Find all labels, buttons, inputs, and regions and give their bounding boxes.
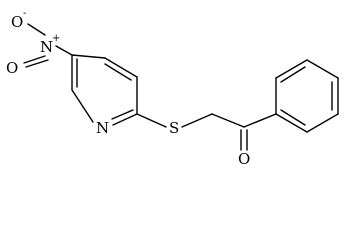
bond-nitro-to-ring — [55, 45, 73, 56]
bond-ring-c6-n1 — [71, 89, 94, 123]
bond-ring-n1-c2 — [112, 113, 138, 126]
bond-n-o-double-2 — [25, 59, 49, 68]
bond-carbonyl-phenyl — [243, 113, 277, 128]
charge-plus: + — [52, 33, 60, 44]
bond-s-ch2 — [181, 113, 213, 128]
atom-ring-nitrogen: N — [96, 119, 109, 137]
charge-minus: - — [23, 8, 26, 19]
atom-nitro-oxygen-double: O — [6, 59, 18, 77]
bond-n-o-minus — [27, 23, 46, 36]
bond-ring-c3-c4 — [104, 57, 138, 78]
bond-ch2-carbonyl — [211, 113, 245, 128]
bond-n-o-double-1 — [23, 55, 46, 64]
atom-ketone-oxygen: O — [238, 150, 250, 168]
bond-ph-c6-c1 — [275, 113, 308, 133]
bond-ph-c6-c1-inner — [280, 109, 306, 126]
bond-ph-c5-c6 — [306, 113, 339, 133]
bond-ring-c3-c4-inner — [104, 63, 132, 81]
bond-ring-c4-c5 — [71, 54, 106, 59]
bond-ph-c2-c3-inner — [280, 66, 306, 83]
atom-nitro-nitrogen: N — [40, 38, 53, 56]
atom-nitro-oxygen-minus: O — [11, 13, 23, 31]
bond-c2-s — [136, 113, 167, 128]
molecule-canvas: O - N + O N S O — [6, 8, 339, 168]
bond-ph-c2-c3 — [275, 59, 308, 79]
structure-diagram: O - N + O N S O — [6, 8, 339, 168]
bonds — [23, 23, 339, 151]
bond-ph-c3-c4 — [306, 59, 339, 79]
atom-thioether-sulfur: S — [169, 119, 179, 137]
bond-ring-n1-c2-inner — [111, 109, 134, 120]
atom-labels: O - N + O N S O — [6, 8, 250, 168]
